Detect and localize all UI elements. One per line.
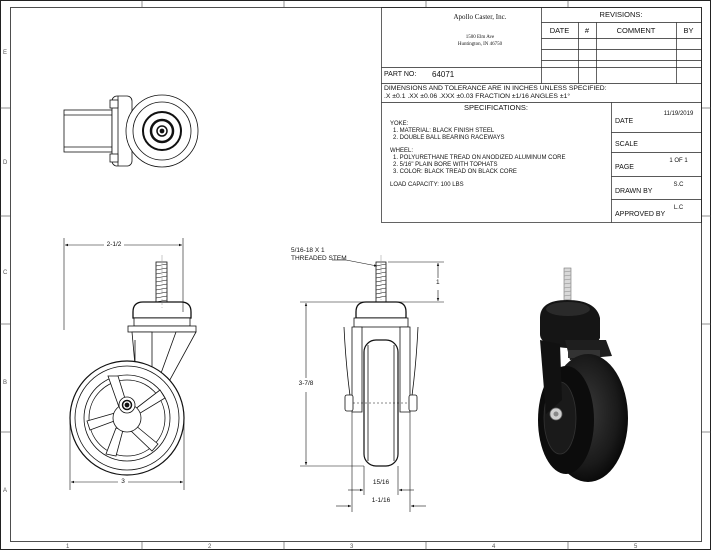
date-label: DATE xyxy=(615,118,634,125)
approved-by-label: APPROVED BY xyxy=(615,211,666,218)
dim-stem-callout-line1: 5/16-18 X 1 xyxy=(291,247,325,254)
spec-line: 1. POLYURETHANE TREAD ON ANODIZED ALUMIN… xyxy=(393,155,566,161)
drawn-by-value: S.C xyxy=(673,182,684,188)
scale-label: SCALE xyxy=(615,141,638,148)
center-lines xyxy=(161,255,382,310)
company-address-line1: 1500 Elm Ave xyxy=(465,35,495,40)
side-view xyxy=(343,261,419,467)
revision-header-number: # xyxy=(584,26,590,35)
page-label: PAGE xyxy=(615,164,634,171)
dim-yoke-width: 1-1/16 xyxy=(371,497,391,504)
zone-col-4: 4 xyxy=(492,544,496,550)
spec-line: 3. COLOR: BLACK TREAD ON BLACK CORE xyxy=(393,169,517,175)
drawn-by-label: DRAWN BY xyxy=(615,188,653,195)
revision-header-date: DATE xyxy=(549,26,570,35)
date-value: 11/19/2019 xyxy=(663,111,694,117)
company-address-line2: Huntington, IN 46750 xyxy=(457,42,503,47)
spec-line: LOAD CAPACITY: 100 LBS xyxy=(390,182,464,188)
dim-wheel-width: 15/16 xyxy=(372,479,390,486)
specifications-title: SPECIFICATIONS: xyxy=(463,103,529,112)
approved-by-value: L.C xyxy=(673,205,684,211)
zone-row-b: B xyxy=(3,380,8,386)
title-block-grid xyxy=(381,7,702,223)
spec-line: 2. 5/16" PLAIN BORE WITH TOPHATS xyxy=(393,162,498,168)
spec-line: 2. DOUBLE BALL BEARING RACEWAYS xyxy=(393,135,505,141)
zone-row-e: E xyxy=(3,50,8,56)
zone-col-3: 3 xyxy=(350,544,354,550)
top-view xyxy=(63,94,199,168)
revision-header-comment: COMMENT xyxy=(616,26,656,35)
tolerance-line1: DIMENSIONS AND TOLERANCE ARE IN INCHES U… xyxy=(384,85,607,92)
part-no-value: 64071 xyxy=(432,70,455,79)
tolerance-line2: .X ±0.1 .XX ±0.06 .XXX ±0.03 FRACTION ±1… xyxy=(384,93,571,100)
revisions-title: REVISIONS: xyxy=(599,10,643,19)
spec-line: WHEEL: xyxy=(390,148,414,154)
page-value: 1 OF 1 xyxy=(669,158,688,164)
dimension-lines xyxy=(63,238,444,512)
dim-front-width-top: 2-1/2 xyxy=(106,241,122,248)
revision-header-by: BY xyxy=(683,26,694,35)
zone-col-5: 5 xyxy=(634,544,638,550)
zone-row-c: C xyxy=(3,270,8,276)
dim-stem-callout-line2: THREADED STEM xyxy=(291,255,347,262)
caster-render xyxy=(538,267,628,482)
zone-col-2: 2 xyxy=(208,544,212,550)
dim-stem-length: 1 xyxy=(436,279,440,286)
spec-line: 1. MATERIAL: BLACK FINISH STEEL xyxy=(393,128,495,134)
part-no-label: PART NO: xyxy=(384,71,417,78)
front-view xyxy=(69,261,197,476)
dim-front-width-bottom: 3 xyxy=(121,478,125,485)
company-name: Apollo Caster, Inc. xyxy=(453,13,507,21)
dim-overall-height: 3-7/8 xyxy=(295,380,317,388)
zone-col-1: 1 xyxy=(66,544,70,550)
spec-line: YOKE: xyxy=(390,121,409,127)
zone-row-d: D xyxy=(3,160,8,166)
zone-row-a: A xyxy=(3,488,8,494)
